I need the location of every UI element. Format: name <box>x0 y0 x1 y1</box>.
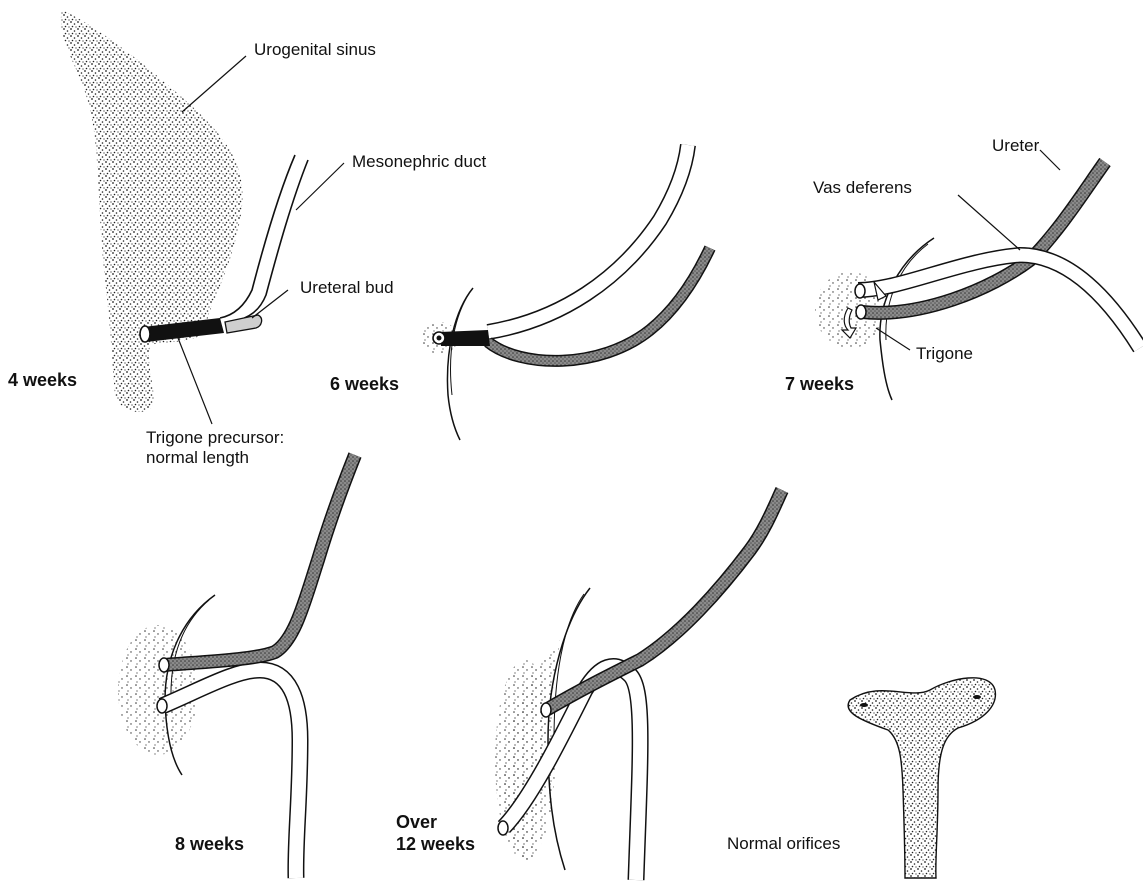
stage-label-6-weeks: 6 weeks <box>330 374 399 394</box>
label-urogenital-sinus: Urogenital sinus <box>254 40 376 60</box>
label-ureter: Ureter <box>992 136 1039 156</box>
label-trigone: Trigone <box>916 344 973 364</box>
stage-label-7-weeks: 7 weeks <box>785 374 854 394</box>
stage-label-8-weeks: 8 weeks <box>175 834 244 854</box>
label-vas-deferens: Vas deferens <box>813 178 912 198</box>
stage-label-over: Over <box>396 812 437 832</box>
label-ureteral-bud: Ureteral bud <box>300 278 394 298</box>
stage-label-4-weeks: 4 weeks <box>8 370 77 390</box>
label-mesonephric-duct: Mesonephric duct <box>352 152 486 172</box>
label-normal-orifices: Normal orifices <box>727 834 840 854</box>
label-trigone-precursor-line2: normal length <box>146 448 249 468</box>
label-trigone-precursor-line1: Trigone precursor: <box>146 428 284 448</box>
stage-label-12-weeks: 12 weeks <box>396 834 475 854</box>
